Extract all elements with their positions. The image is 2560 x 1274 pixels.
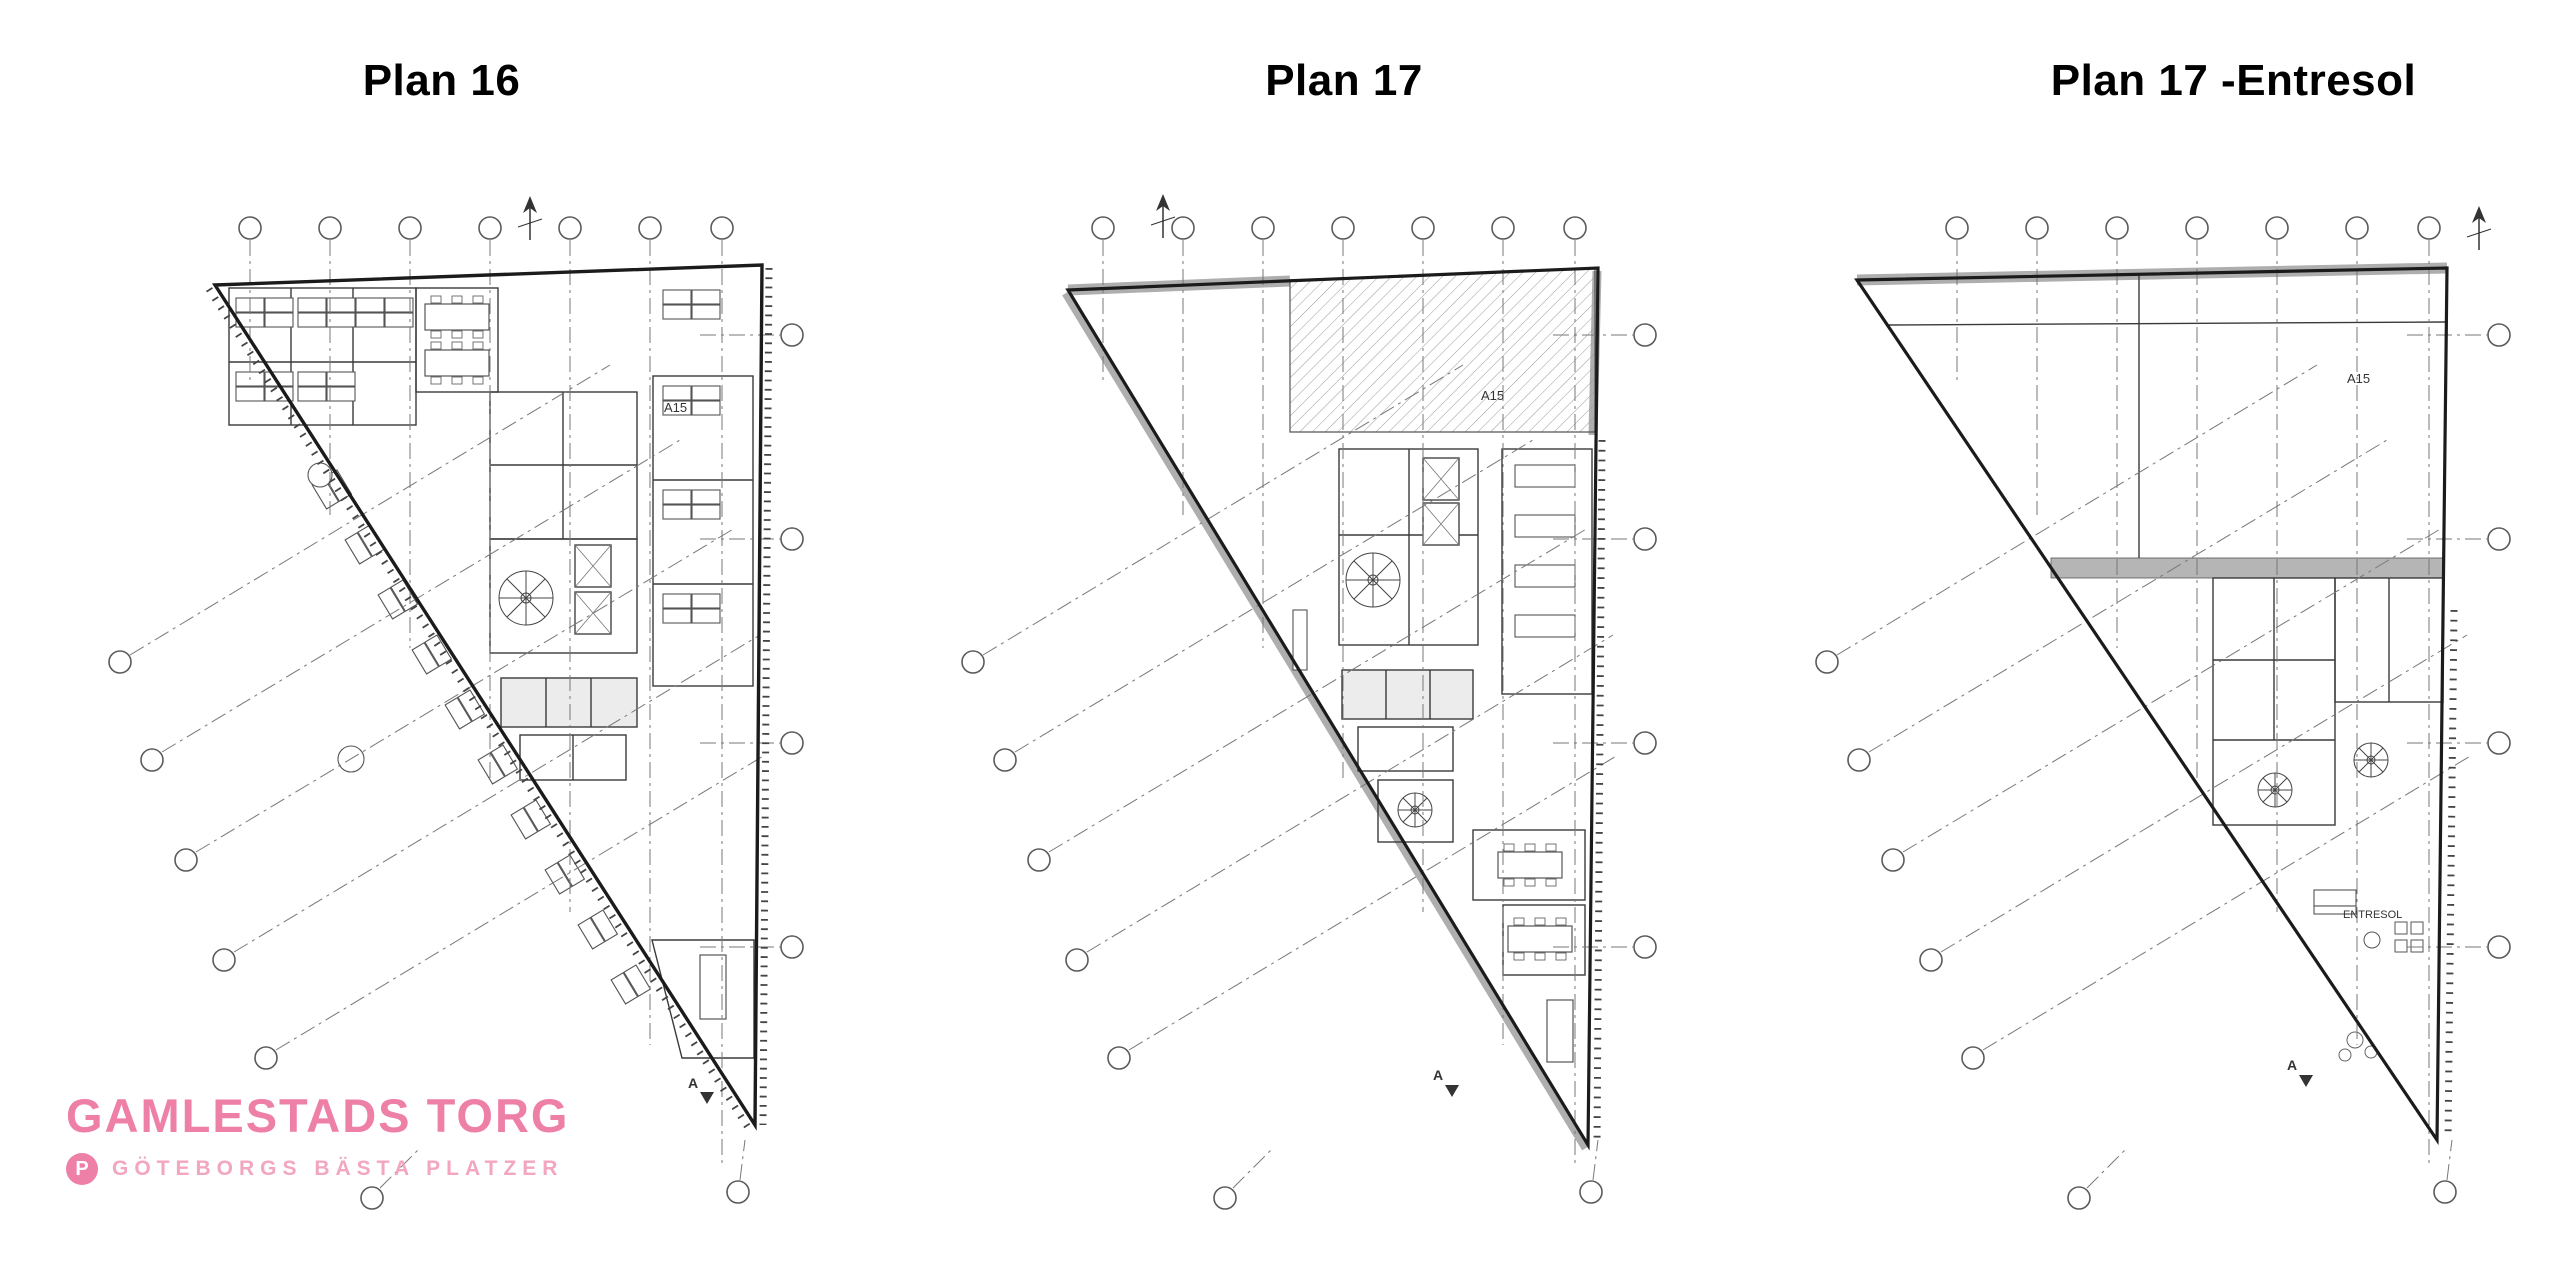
plan-17-entresol-panel: Plan 17 -Entresol (1707, 0, 2560, 1274)
plan-17-drawing: A15 A (853, 193, 1706, 1274)
furniture (1292, 464, 1576, 1063)
plan-16-panel: Plan 16 (0, 0, 853, 1274)
north-arrow-icon (517, 195, 543, 241)
furniture (2313, 889, 2424, 1062)
section-letter: A (2287, 1057, 2297, 1073)
gamlestads-torg-logo: GAMLESTADS TORG P GÖTEBORGS BÄSTA PLATZE… (66, 1088, 570, 1185)
interior-walls (1338, 448, 1593, 976)
plan-17-title: Plan 17 (1265, 56, 1423, 105)
terrace-hatch (1289, 267, 1596, 433)
plan-16-drawing: A15 A (0, 195, 853, 1274)
building-footprint (1857, 268, 2447, 1140)
building-footprint (1068, 268, 1598, 1145)
north-arrow-icon (2466, 205, 2492, 251)
detail-ref-label: A15 (2347, 371, 2370, 386)
logo-subtitle: GÖTEBORGS BÄSTA PLATZER (112, 1157, 564, 1180)
section-marker: A (1433, 1067, 1459, 1097)
logo-title: GAMLESTADS TORG (66, 1089, 570, 1142)
building-outline (206, 263, 773, 1131)
building-outline (1854, 266, 2458, 1146)
section-marker: A (2287, 1057, 2313, 1087)
logo-subtitle-row: P GÖTEBORGS BÄSTA PLATZER (66, 1153, 570, 1185)
plan-16-title: Plan 16 (362, 56, 521, 105)
section-letter: A (1433, 1067, 1443, 1083)
plan-17-entresol-drawing: A15 ENTRESOL A (1707, 205, 2560, 1274)
room-name-label: ENTRESOL (2343, 909, 2402, 921)
north-arrow-icon (1150, 193, 1176, 239)
logo-p-icon: P (66, 1153, 98, 1185)
building-footprint (215, 265, 762, 1125)
plan-17-entresol-title: Plan 17 -Entresol (2050, 56, 2417, 105)
building-outline (1065, 266, 1606, 1151)
plan-17-panel: Plan 17 (853, 0, 1707, 1274)
interior-walls (228, 287, 755, 1059)
section-letter: A (688, 1075, 698, 1091)
detail-ref-label: A15 (664, 400, 687, 415)
detail-ref-label: A15 (1481, 388, 1504, 403)
section-marker: A (688, 1075, 714, 1104)
